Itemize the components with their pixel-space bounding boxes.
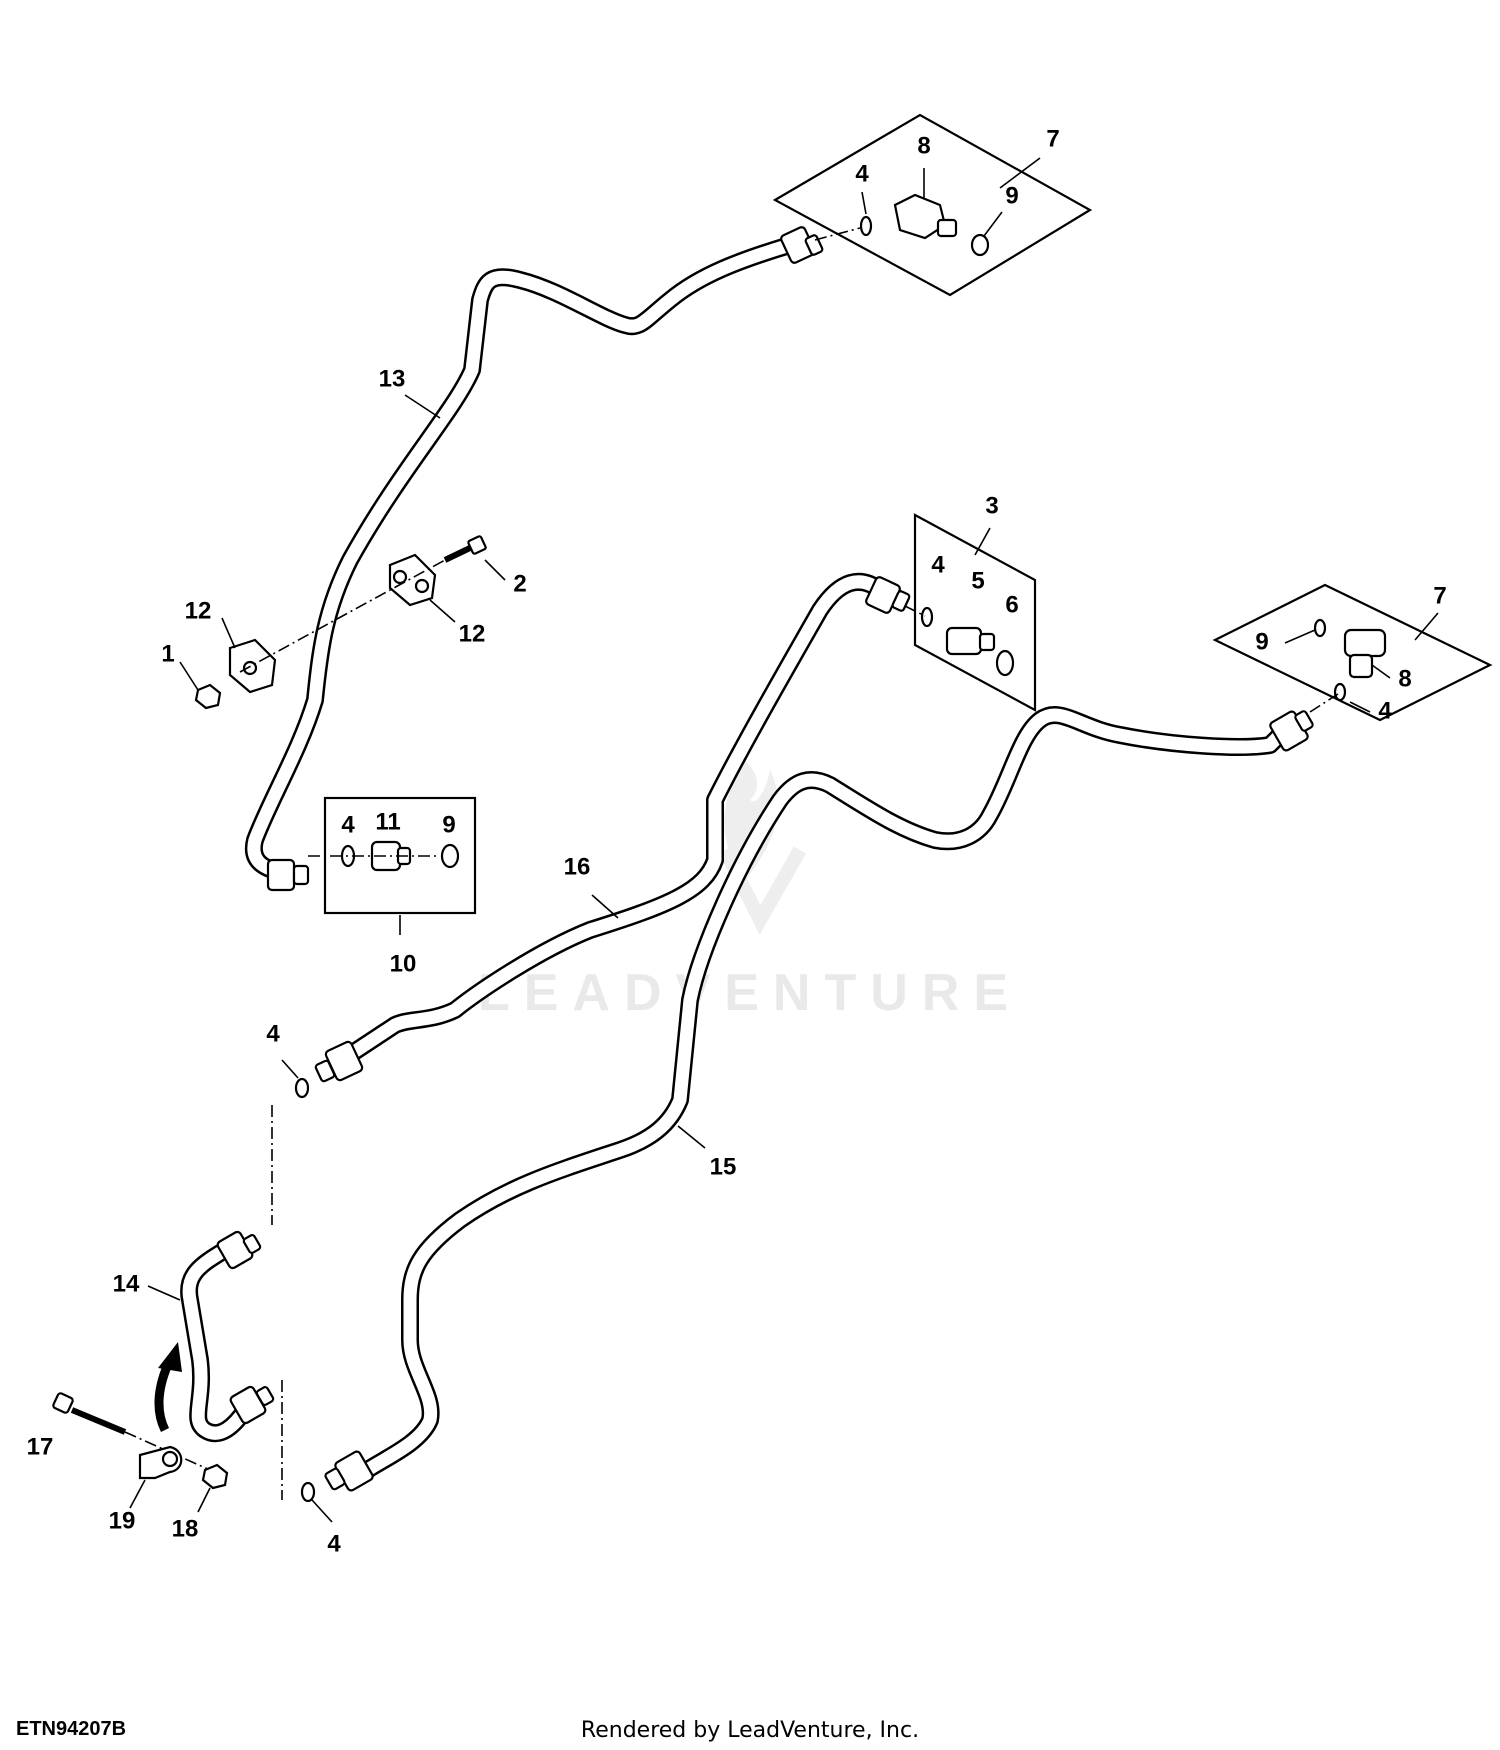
callout-4-top: 4 — [855, 160, 869, 187]
callout-16: 16 — [564, 853, 591, 880]
callout-4-kit10: 4 — [341, 811, 355, 838]
o-ring-4-kit3 — [920, 606, 934, 628]
callout-7-right: 7 — [1433, 582, 1446, 609]
clamp-12-upper — [388, 553, 437, 607]
tube-16 — [336, 572, 889, 1067]
bolt-2 — [443, 535, 487, 563]
connection-line-tube15-right — [1309, 693, 1339, 713]
tube-nut-15-lower — [324, 1450, 374, 1492]
figure-id: ETN94207B — [16, 1718, 127, 1740]
nut-18 — [201, 1463, 229, 1490]
o-ring-9-top — [970, 233, 990, 257]
callout-labels: 7 8 4 9 13 2 12 12 1 3 4 5 6 7 9 8 4 4 1… — [27, 125, 1447, 1557]
tube-nut-13-lower — [266, 858, 310, 892]
nut-1 — [194, 683, 222, 710]
clamp-12-lower — [228, 638, 277, 694]
callout-6: 6 — [1005, 591, 1018, 618]
tube-15 — [351, 706, 1289, 1484]
tube-nut-14-lower — [229, 1385, 275, 1425]
callout-15: 15 — [710, 1153, 737, 1180]
watermark: LEADVENTURE — [478, 760, 1022, 1022]
tube-nut-15-right — [1269, 710, 1314, 752]
callout-9-top: 9 — [1005, 182, 1018, 209]
callout-4-tube16: 4 — [266, 1020, 280, 1047]
callout-17: 17 — [27, 1433, 54, 1460]
elbow-fitting-8-top — [893, 193, 958, 240]
callout-12-lower: 12 — [185, 597, 212, 624]
tube-nut-13-upper — [780, 226, 824, 264]
tube-nut-14-upper — [216, 1230, 262, 1270]
leader-lines — [129, 157, 1439, 1523]
o-ring-4-top — [859, 215, 873, 237]
callout-9-kit10: 9 — [442, 811, 455, 838]
centerline-clamp-12 — [239, 559, 446, 673]
o-ring-9-kit10 — [440, 843, 460, 869]
callout-5: 5 — [971, 567, 984, 594]
callout-1: 1 — [161, 640, 174, 667]
callout-9-right: 9 — [1255, 628, 1268, 655]
o-ring-4-tube15 — [300, 1481, 316, 1503]
callout-8-right: 8 — [1398, 665, 1411, 692]
bolt-17 — [52, 1392, 127, 1435]
callout-7-top: 7 — [1046, 125, 1059, 152]
render-credit: Rendered by LeadVenture, Inc. — [580, 1718, 920, 1743]
tube-14 — [180, 1241, 254, 1443]
callout-2: 2 — [513, 570, 526, 597]
tube-nut-16-lower — [314, 1040, 364, 1083]
tube-nut-16-upper — [865, 576, 911, 614]
connection-line-tube16-kit3 — [904, 605, 926, 617]
o-ring-4-right — [1333, 682, 1347, 702]
callout-12-upper: 12 — [459, 620, 486, 647]
callout-4-kit3: 4 — [931, 551, 945, 578]
install-direction-arrow — [154, 1358, 175, 1433]
callout-8-top: 8 — [917, 132, 930, 159]
callout-4-right: 4 — [1378, 697, 1392, 724]
o-ring-6 — [995, 649, 1015, 677]
install-arrow-head — [158, 1342, 182, 1372]
callout-18: 18 — [172, 1515, 199, 1542]
o-ring-4-tube16 — [294, 1077, 310, 1099]
tube-13 — [244, 236, 799, 881]
callout-14: 14 — [113, 1270, 140, 1297]
o-ring-9-right — [1313, 618, 1327, 638]
callout-11: 11 — [375, 808, 400, 835]
union-fitting-5 — [945, 626, 996, 656]
watermark-text: LEADVENTURE — [478, 964, 1022, 1022]
elbow-fitting-8-right — [1343, 628, 1387, 679]
clamp-19 — [138, 1445, 183, 1480]
callout-3: 3 — [985, 492, 998, 519]
callout-10: 10 — [390, 950, 417, 977]
callout-19: 19 — [109, 1507, 136, 1534]
connection-line-tube13-top — [814, 227, 861, 241]
callout-4-tube15: 4 — [327, 1530, 341, 1557]
callout-13: 13 — [379, 365, 406, 392]
